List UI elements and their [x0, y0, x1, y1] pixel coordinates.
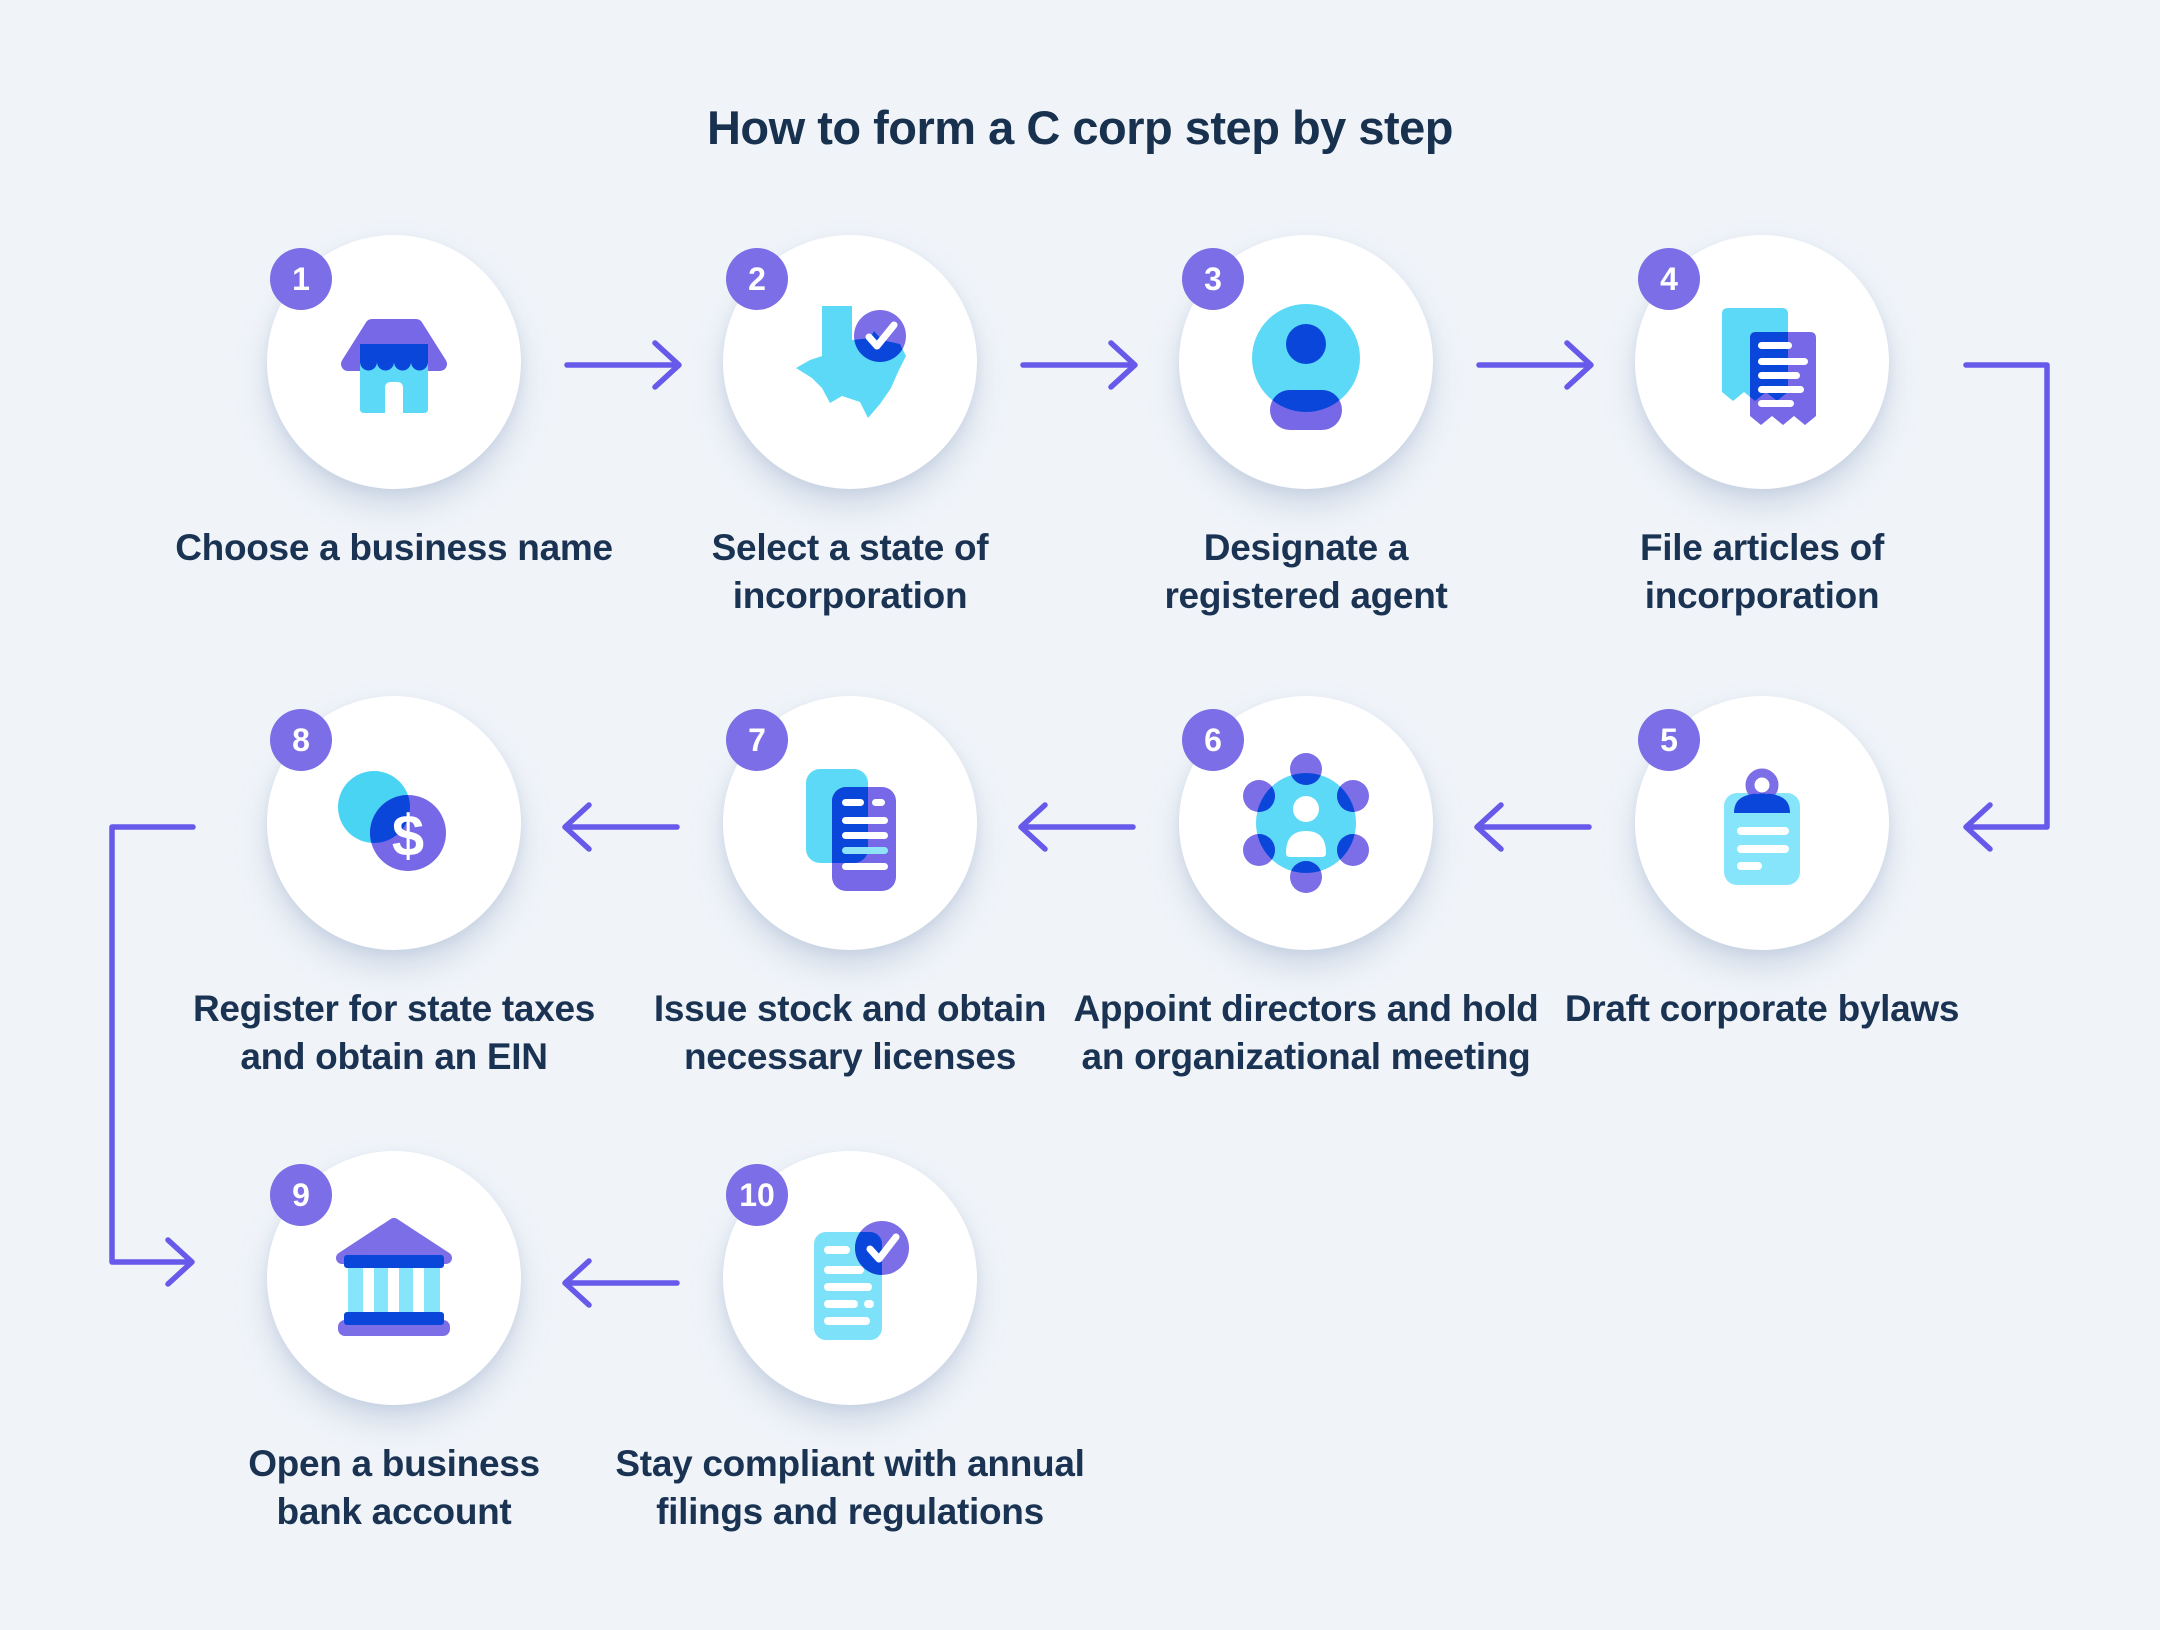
step-5-number: 5 [1660, 721, 1678, 758]
step-8-number: 8 [292, 721, 310, 758]
step-3-number-badge: 3 [1182, 248, 1244, 310]
step-1-label: Choose a business name [175, 527, 613, 568]
arrow-step6-step7 [1018, 802, 1136, 852]
step-9-number-badge: 9 [270, 1164, 332, 1226]
board-of-directors-icon [1243, 753, 1369, 893]
arrow-step2-step3 [1020, 340, 1138, 390]
stacked-documents-icon [806, 769, 896, 891]
step-6-number-badge: 6 [1182, 709, 1244, 771]
step-8-number-badge: 8 [270, 709, 332, 771]
step-2-label: Select a state of incorporation [711, 527, 989, 616]
step-9-label: Open a business bank account [248, 1443, 540, 1532]
step-5-number-badge: 5 [1638, 709, 1700, 771]
arrow-step3-step4 [1476, 340, 1594, 390]
clipboard-icon [1724, 768, 1800, 885]
step-10-number-badge: 10 [726, 1164, 788, 1226]
arrow-step5-step6 [1474, 802, 1592, 852]
step-2-number-badge: 2 [726, 248, 788, 310]
storefront-icon [341, 319, 447, 413]
svg-text:$: $ [392, 804, 424, 869]
step-3-label: Designate a registered agent [1164, 527, 1448, 616]
step-6-label: Appoint directors and hold an organizati… [1073, 988, 1539, 1077]
step-5-label: Draft corporate bylaws [1564, 988, 1960, 1029]
step-1-number: 1 [292, 260, 310, 297]
connector-step8-step9 [109, 824, 196, 1287]
document-checkmark-icon [814, 1221, 909, 1340]
step-3-number: 3 [1204, 260, 1222, 297]
arrow-step1-step2 [564, 340, 682, 390]
step-2-number: 2 [748, 260, 766, 297]
receipt-documents-icon [1722, 308, 1816, 425]
arrow-step7-step8 [562, 802, 680, 852]
step-1-number-badge: 1 [270, 248, 332, 310]
dollar-coins-icon: $ [338, 771, 446, 871]
step-4-number: 4 [1660, 260, 1678, 297]
step-4-number-badge: 4 [1638, 248, 1700, 310]
step-7-label: Issue stock and obtain necessary license… [653, 988, 1047, 1077]
connector-step4-step5 [1963, 362, 2050, 852]
step-10-number: 10 [739, 1176, 775, 1213]
arrow-step10-step9 [562, 1258, 680, 1308]
step-6-number: 6 [1204, 721, 1222, 758]
bank-building-icon [336, 1218, 452, 1336]
state-map-check-icon [796, 306, 906, 418]
step-9-number: 9 [292, 1176, 310, 1213]
person-avatar-icon [1252, 304, 1360, 430]
step-10-label: Stay compliant with annual filings and r… [615, 1443, 1085, 1532]
page-title: How to form a C corp step by step [706, 101, 1454, 154]
step-8-label: Register for state taxes and obtain an E… [192, 988, 596, 1077]
step-7-number: 7 [748, 721, 766, 758]
step-7-number-badge: 7 [726, 709, 788, 771]
step-4-label: File articles of incorporation [1639, 527, 1884, 616]
